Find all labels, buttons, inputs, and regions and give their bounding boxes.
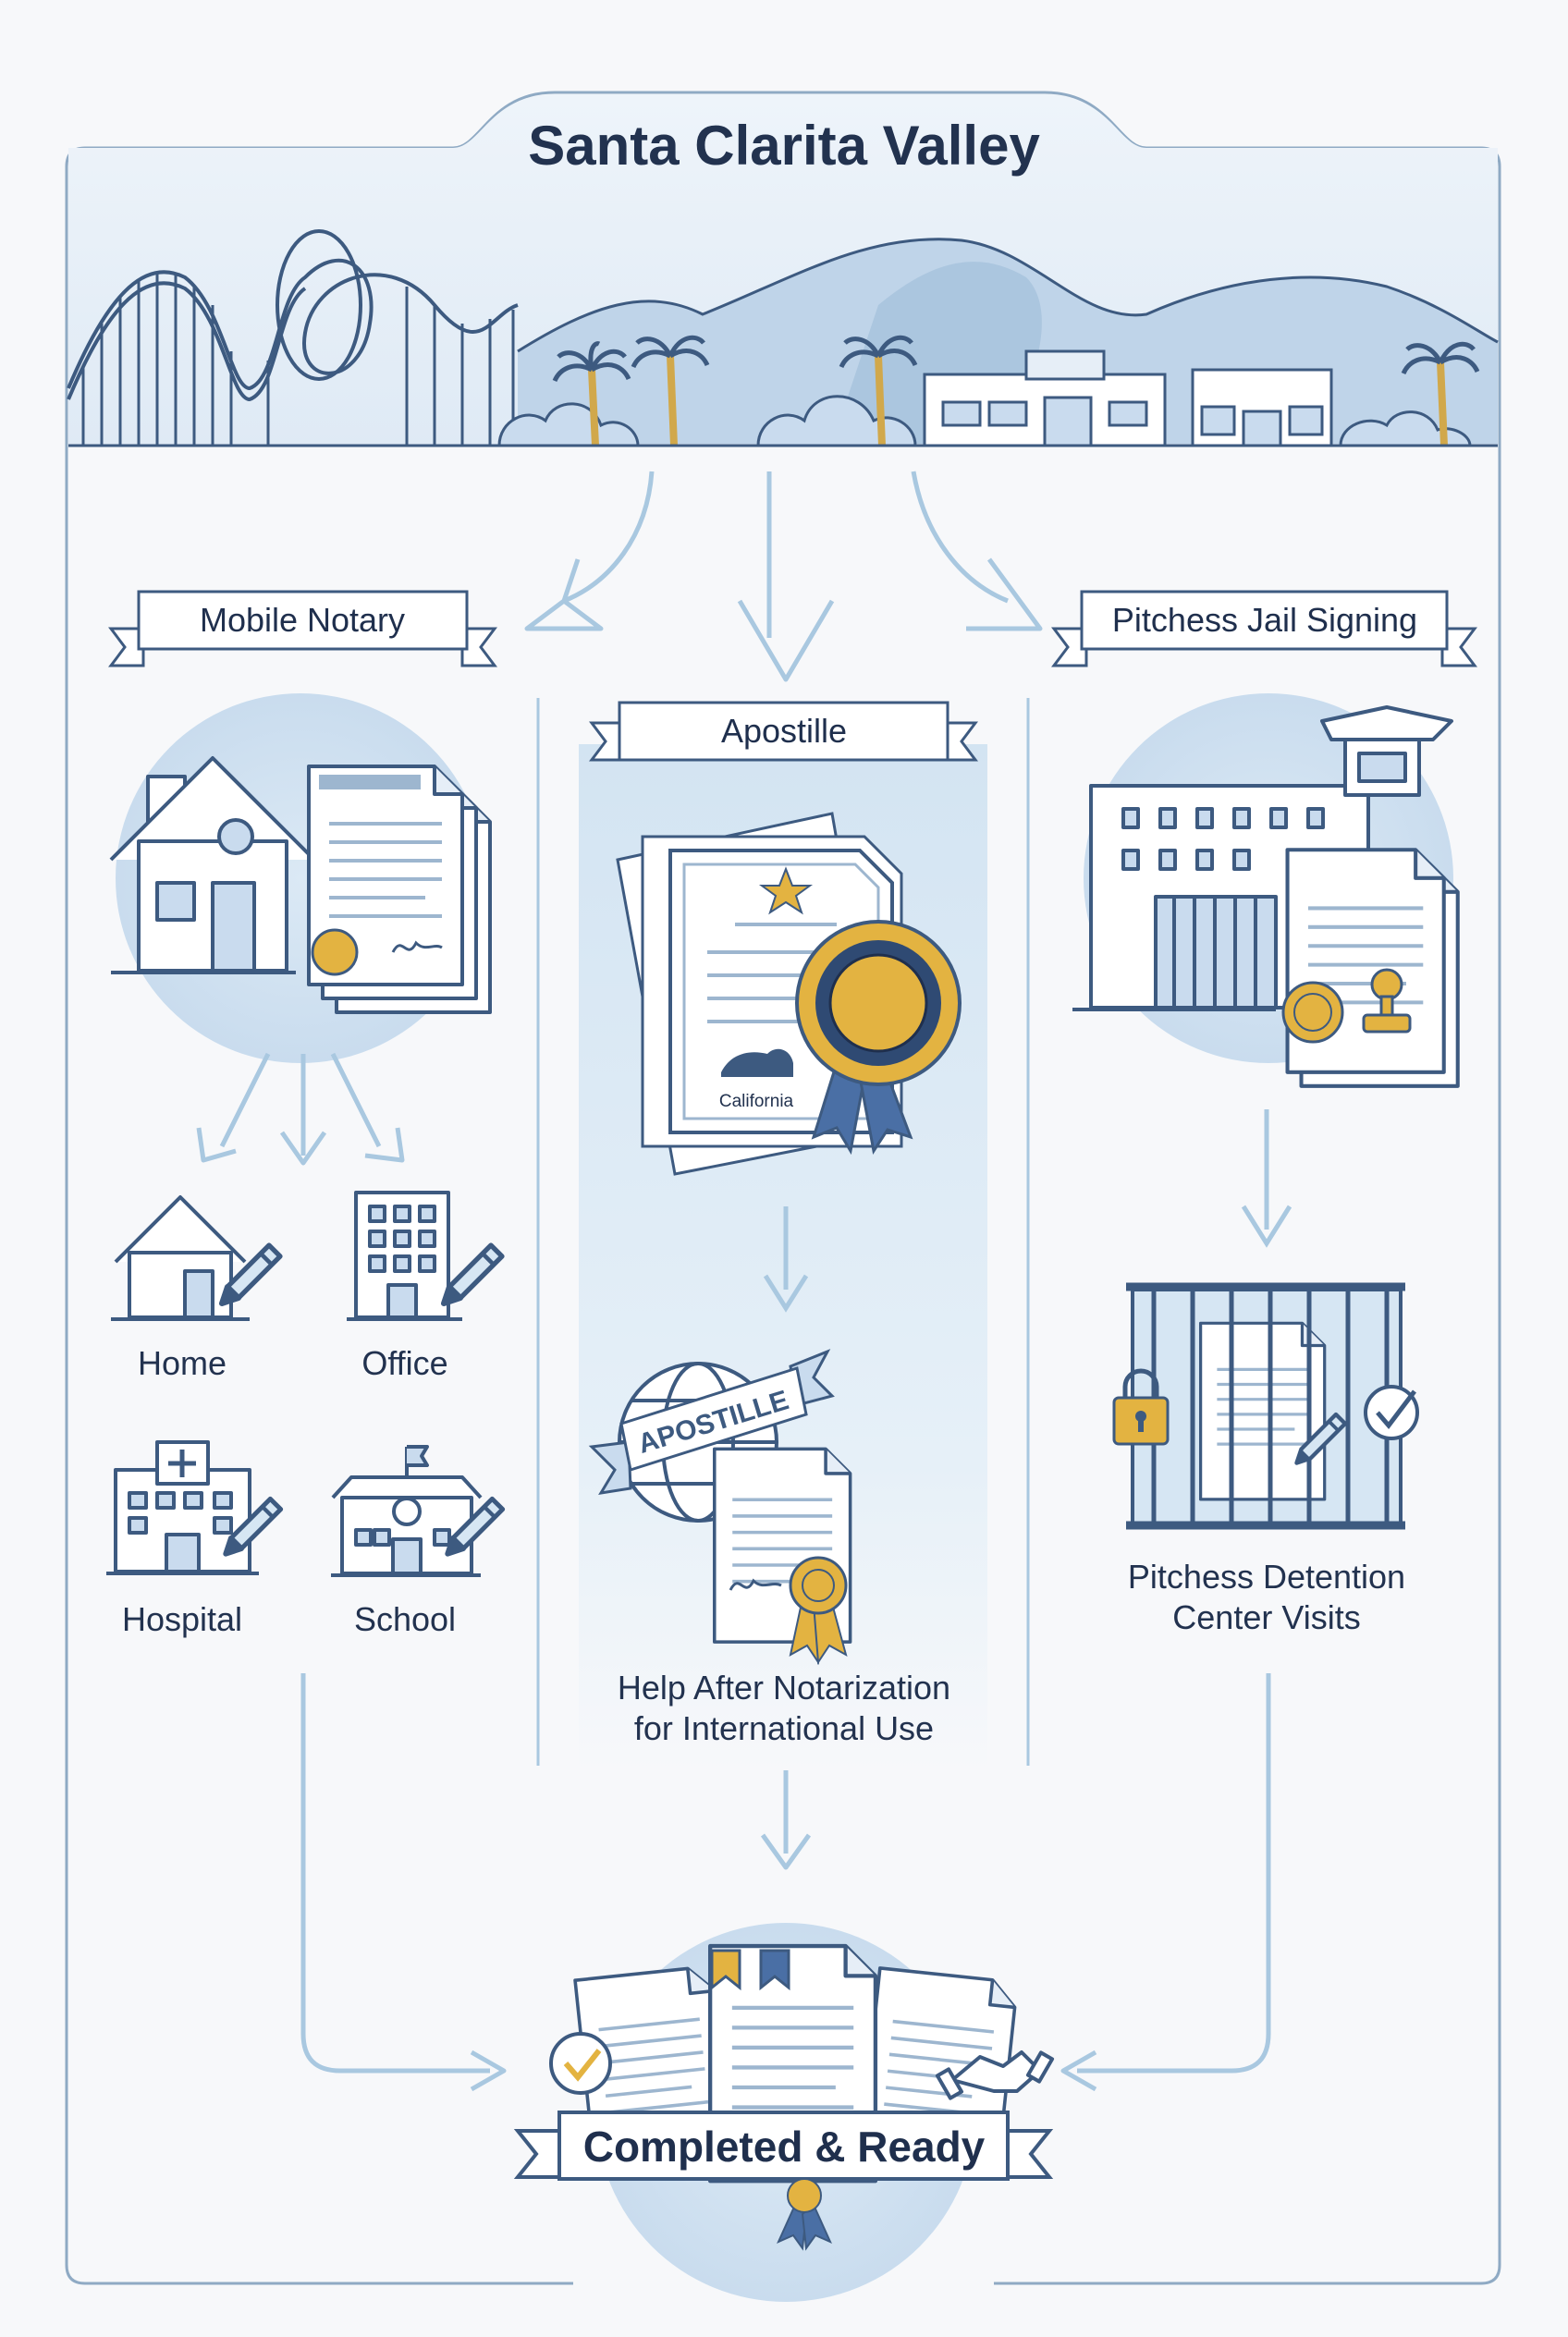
mobile-notary-label: Mobile Notary — [200, 601, 405, 639]
checkmark-icon — [1364, 1385, 1419, 1440]
apostille-label: Apostille — [721, 712, 847, 750]
seal-icon — [789, 1556, 848, 1615]
rosette-icon — [795, 920, 962, 1156]
bookmark-icon — [759, 1949, 790, 1991]
rosette-icon — [777, 2178, 832, 2251]
document-icon — [1201, 1323, 1325, 1499]
school-icon — [331, 1445, 483, 1577]
jail-building-icon — [1072, 705, 1453, 1011]
ribbon-pitchess-jail — [1051, 590, 1477, 667]
shopping-center-icon — [923, 349, 1333, 447]
ribbon-mobile-notary — [108, 590, 497, 667]
location-school: School — [354, 1600, 456, 1638]
fan-arrows — [196, 1052, 405, 1166]
seal-icon — [1281, 981, 1344, 1044]
location-hospital: Hospital — [122, 1600, 242, 1638]
pitchess-jail-label: Pitchess Jail Signing — [1112, 601, 1417, 639]
pen-icon — [444, 1245, 502, 1303]
handshake-icon — [935, 2050, 1055, 2100]
document-stack-icon — [573, 1946, 1020, 2181]
apostille-caption-line2: for International Use — [634, 1709, 934, 1747]
document-icon — [712, 1447, 852, 1665]
palm-tree-icon — [552, 335, 1480, 447]
document-icon — [309, 766, 490, 1012]
document-icon — [1281, 850, 1458, 1086]
flow-arrows-bottom — [300, 1673, 1271, 2092]
roller-coaster-icon — [67, 229, 519, 446]
padlock-icon — [1112, 1368, 1170, 1446]
apostille-ribbon — [588, 1349, 835, 1495]
apostille-caption-line1: Help After Notarization — [618, 1669, 950, 1707]
completed-label: Completed & Ready — [583, 2123, 986, 2171]
location-office: Office — [361, 1344, 447, 1382]
house-icon — [109, 756, 316, 974]
office-building-icon — [347, 1191, 462, 1321]
bookmark-icon — [710, 1949, 741, 1991]
signature-icon — [729, 1578, 782, 1591]
house-icon — [111, 1195, 250, 1321]
signature-icon — [391, 940, 443, 953]
flow-arrows-top — [524, 471, 1043, 682]
certificate-icon — [616, 812, 903, 1176]
page-title: Santa Clarita Valley — [528, 115, 1040, 177]
seal-text: California — [719, 1092, 794, 1111]
hospital-icon — [106, 1440, 259, 1575]
stamp-icon — [1362, 968, 1412, 1034]
checkmark-icon — [549, 2032, 612, 2095]
ribbon-completed — [513, 2111, 1054, 2181]
seal-icon — [311, 928, 359, 976]
jail-caption-line2: Center Visits — [1172, 1598, 1360, 1636]
location-home: Home — [138, 1344, 227, 1382]
jail-caption-line1: Pitchess Detention — [1128, 1558, 1405, 1596]
ribbon-apostille — [589, 701, 978, 762]
